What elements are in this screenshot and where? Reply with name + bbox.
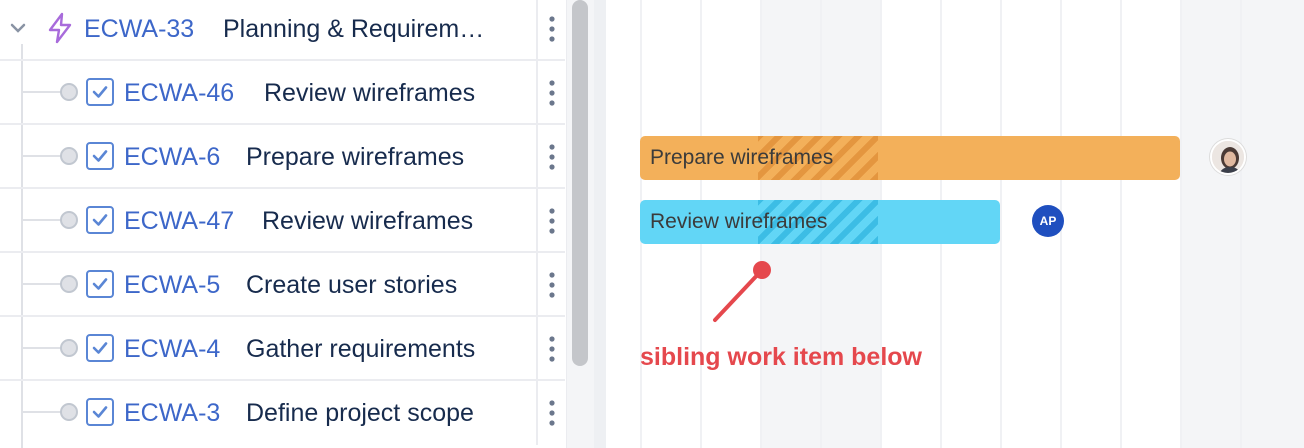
tree-connector bbox=[22, 283, 62, 285]
tree-node-dot bbox=[60, 403, 78, 421]
timeline-gridline bbox=[1120, 0, 1122, 448]
item-key[interactable]: ECWA-47 bbox=[124, 207, 235, 235]
lightning-icon bbox=[46, 12, 74, 49]
item-key[interactable]: ECWA-5 bbox=[124, 271, 221, 299]
timeline-weekend-column bbox=[1180, 0, 1304, 448]
item-title[interactable]: Create user stories bbox=[246, 271, 458, 299]
schedule-bar-review-wireframes[interactable]: Review wireframes bbox=[640, 200, 1000, 244]
bar-overlap-hatch bbox=[758, 136, 878, 180]
tree-connector bbox=[22, 155, 62, 157]
checkbox-icon bbox=[86, 270, 114, 298]
item-title[interactable]: Review wireframes bbox=[264, 79, 476, 107]
annotation-label: sibling work item below bbox=[640, 343, 922, 371]
work-item-list: ECWA-33 Planning & Requirem… ECWA-46 Rev… bbox=[0, 0, 594, 448]
epic-title[interactable]: Planning & Requirem… bbox=[223, 15, 485, 43]
checkbox-icon bbox=[86, 398, 114, 426]
list-item-epic[interactable]: ECWA-33 Planning & Requirem… bbox=[0, 0, 565, 61]
timeline-gridline bbox=[1000, 0, 1002, 448]
item-title[interactable]: Prepare wireframes bbox=[246, 143, 465, 171]
item-key[interactable]: ECWA-46 bbox=[124, 79, 235, 107]
tree-line bbox=[21, 44, 23, 448]
epic-key[interactable]: ECWA-33 bbox=[84, 15, 195, 43]
bar-label: Prepare wireframes bbox=[650, 146, 834, 169]
assignee-avatar-initials[interactable]: AP bbox=[1032, 205, 1064, 237]
assignee-avatar[interactable] bbox=[1210, 139, 1246, 175]
bar-overlap-hatch bbox=[758, 200, 878, 244]
chevron-down-icon[interactable] bbox=[9, 19, 27, 42]
timeline-gridline bbox=[1240, 0, 1242, 448]
tree-node-dot bbox=[60, 147, 78, 165]
checkbox-icon bbox=[86, 334, 114, 362]
item-title[interactable]: Gather requirements bbox=[246, 335, 476, 363]
more-vertical-icon[interactable] bbox=[536, 189, 565, 253]
timeline-gridline bbox=[1180, 0, 1182, 448]
item-key[interactable]: ECWA-4 bbox=[124, 335, 221, 363]
list-item[interactable]: ECWA-4 Gather requirements bbox=[0, 317, 565, 381]
tree-connector bbox=[22, 91, 62, 93]
item-title[interactable]: Review wireframes bbox=[262, 207, 474, 235]
item-title[interactable]: Define project scope bbox=[246, 399, 474, 427]
more-vertical-icon[interactable] bbox=[536, 253, 565, 317]
more-vertical-icon[interactable] bbox=[536, 61, 565, 125]
item-key[interactable]: ECWA-3 bbox=[124, 399, 221, 427]
tree-connector bbox=[22, 219, 62, 221]
list-item[interactable]: ECWA-6 Prepare wireframes bbox=[0, 125, 565, 189]
list-item[interactable]: ECWA-5 Create user stories bbox=[0, 253, 565, 317]
tree-connector bbox=[22, 347, 62, 349]
more-vertical-icon[interactable] bbox=[536, 381, 565, 445]
tree-node-dot bbox=[60, 83, 78, 101]
checkbox-icon bbox=[86, 78, 114, 106]
checkbox-icon bbox=[86, 142, 114, 170]
list-item[interactable]: ECWA-3 Define project scope bbox=[0, 381, 565, 445]
more-vertical-icon[interactable] bbox=[536, 0, 565, 61]
checkbox-icon bbox=[86, 206, 114, 234]
scrollbar-thumb[interactable] bbox=[572, 0, 588, 366]
bar-label: Review wireframes bbox=[650, 210, 828, 233]
tree-node-dot bbox=[60, 211, 78, 229]
item-key[interactable]: ECWA-6 bbox=[124, 143, 221, 171]
schedule-bar-prepare-wireframes[interactable]: Prepare wireframes bbox=[640, 136, 1180, 180]
tree-node-dot bbox=[60, 339, 78, 357]
list-item[interactable]: ECWA-46 Review wireframes bbox=[0, 61, 565, 125]
tree-connector bbox=[22, 411, 62, 413]
list-item[interactable]: ECWA-47 Review wireframes bbox=[0, 189, 565, 253]
tree-node-dot bbox=[60, 275, 78, 293]
more-vertical-icon[interactable] bbox=[536, 317, 565, 381]
more-vertical-icon[interactable] bbox=[536, 125, 565, 189]
